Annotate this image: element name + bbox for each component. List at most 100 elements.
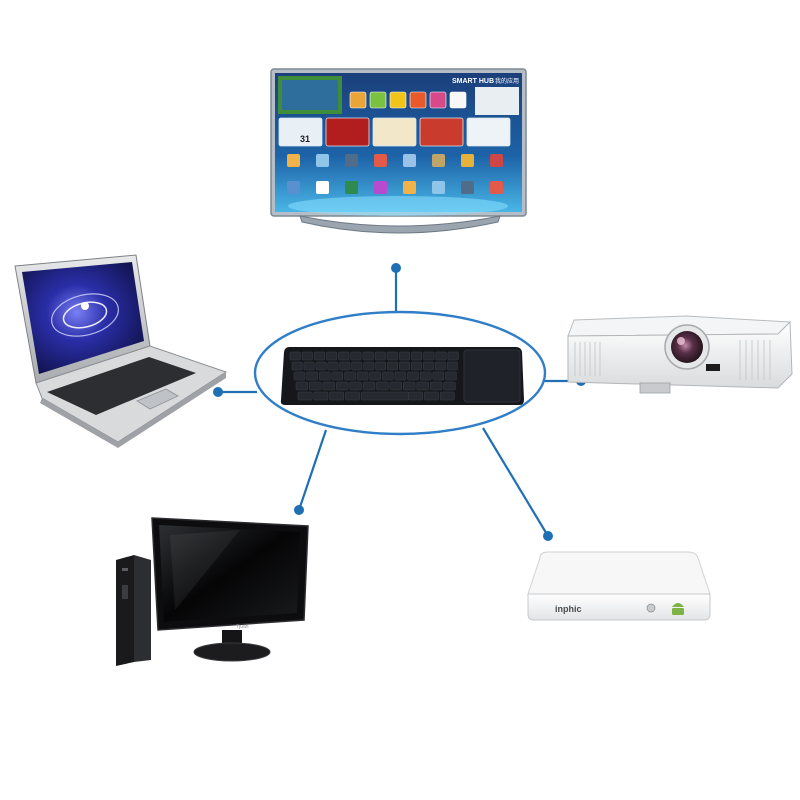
tv-grid-app-icon: [287, 181, 300, 194]
keyboard-key: [351, 361, 363, 371]
tv-grid-app-icon: [316, 154, 329, 167]
keyboard-key: [295, 381, 309, 391]
keyboard-key: [399, 361, 410, 371]
projector-vents: [574, 340, 771, 380]
laptop-front-edge: [40, 372, 226, 448]
tv-grid-app-icon: [432, 154, 445, 167]
connector-dot-tv: [391, 263, 401, 273]
keyboard-key: [293, 371, 306, 381]
keyboard-key: [363, 361, 375, 371]
keyboard-touchpad: [463, 349, 521, 403]
projector-sensor: [706, 364, 720, 371]
keyboard-key: [446, 361, 458, 371]
keyboard-key: [429, 381, 443, 391]
tv-icon-grid: [287, 154, 503, 194]
tv-box: inphic: [527, 551, 711, 621]
tv-top-app-icon: [349, 91, 367, 109]
keyboard-key: [407, 371, 419, 381]
keyboard-key: [362, 381, 376, 391]
tv-water-glow: [288, 196, 508, 216]
tv-top-icon-row: [349, 91, 467, 109]
tv-header-text: 我的应用: [495, 77, 519, 85]
keyboard-key: [306, 371, 318, 381]
keyboard-key: [301, 351, 313, 361]
keyboard-key: [326, 351, 338, 361]
keyboard-key: [339, 361, 351, 371]
tv-box-power-button: [646, 603, 656, 613]
pc-drive-slot: [122, 568, 128, 571]
pc-tower-front: [116, 555, 134, 666]
keyboard-key: [291, 361, 303, 371]
tv-featured-image: [282, 80, 338, 110]
keyboard-key: [327, 361, 339, 371]
connector-dot-tv-box: [543, 531, 553, 541]
tv-grid-app-icon: [287, 154, 300, 167]
keyboard-key: [297, 391, 313, 401]
tv-tile-number: 31: [300, 134, 310, 144]
monitor-neck: [222, 630, 242, 646]
tv-app-tiles: [278, 117, 511, 147]
tv-top-app-icon: [369, 91, 387, 109]
keyboard-key: [389, 381, 402, 391]
tv-top-app-icon: [449, 91, 467, 109]
keyboard-key: [399, 351, 411, 361]
tv-grid-app-icon: [490, 154, 503, 167]
keyboard-key: [445, 371, 457, 381]
tv-brand-text: SMART HUB: [452, 78, 494, 85]
tv-app-tile: [372, 117, 417, 147]
projector-lens: [671, 331, 703, 363]
tv-top-app-icon: [389, 91, 407, 109]
tv-promo-tile: [475, 87, 519, 115]
laptop-touchpad: [136, 388, 179, 410]
keyboard-key: [408, 391, 424, 401]
tv-grid-app-icon: [461, 181, 474, 194]
laptop-keyboard-area: [47, 357, 196, 415]
keyboard-key: [318, 371, 331, 381]
keyboard-key: [375, 361, 387, 371]
tv-top-app-icon: [409, 91, 427, 109]
tv-grid-app-icon: [374, 181, 387, 194]
keyboard-key: [329, 391, 345, 401]
keyboard-key: [387, 361, 398, 371]
tv-grid-app-icon: [490, 181, 503, 194]
keyboard-key: [349, 381, 362, 391]
tv-app-tile: [419, 117, 464, 147]
projector: [567, 315, 793, 394]
tv-box-top: [527, 551, 711, 595]
tv-grid-app-icon: [345, 154, 358, 167]
laptop-screen: [22, 262, 144, 374]
keyboard-key: [344, 371, 356, 381]
tv-grid-app-icon: [403, 181, 416, 194]
keyboard-key: [443, 381, 456, 391]
keyboard-key: [374, 351, 386, 361]
keyboard-key: [336, 381, 349, 391]
tv-grid-app-icon: [374, 154, 387, 167]
tv-grid-app-icon: [432, 181, 445, 194]
keyboard-key: [322, 381, 335, 391]
keyboard-key: [403, 381, 416, 391]
connector-desktop: [297, 429, 328, 511]
keyboard-key: [356, 371, 369, 381]
keyboard-key: [382, 371, 394, 381]
tv-app-tile: [325, 117, 370, 147]
keyboard-keys: [289, 351, 459, 401]
keyboard-key: [435, 351, 447, 361]
keyboard-key: [411, 351, 423, 361]
monitor-screen: [159, 525, 300, 622]
monitor-brand-text: Tjuan: [236, 624, 249, 630]
keyboard-key: [309, 381, 322, 391]
keyboard-key: [362, 351, 374, 361]
keyboard-key: [423, 351, 435, 361]
tv-grid-app-icon: [461, 154, 474, 167]
keyboard-key: [360, 391, 409, 401]
keyboard-key: [376, 381, 389, 391]
keyboard-key: [432, 371, 445, 381]
keyboard-key: [338, 351, 350, 361]
keyboard-key: [439, 391, 455, 401]
monitor-stand-base: [193, 642, 271, 662]
tv-grid-app-icon: [345, 181, 358, 194]
keyboard-key: [303, 361, 315, 371]
laptop: [14, 254, 228, 448]
keyboard-key: [394, 371, 407, 381]
